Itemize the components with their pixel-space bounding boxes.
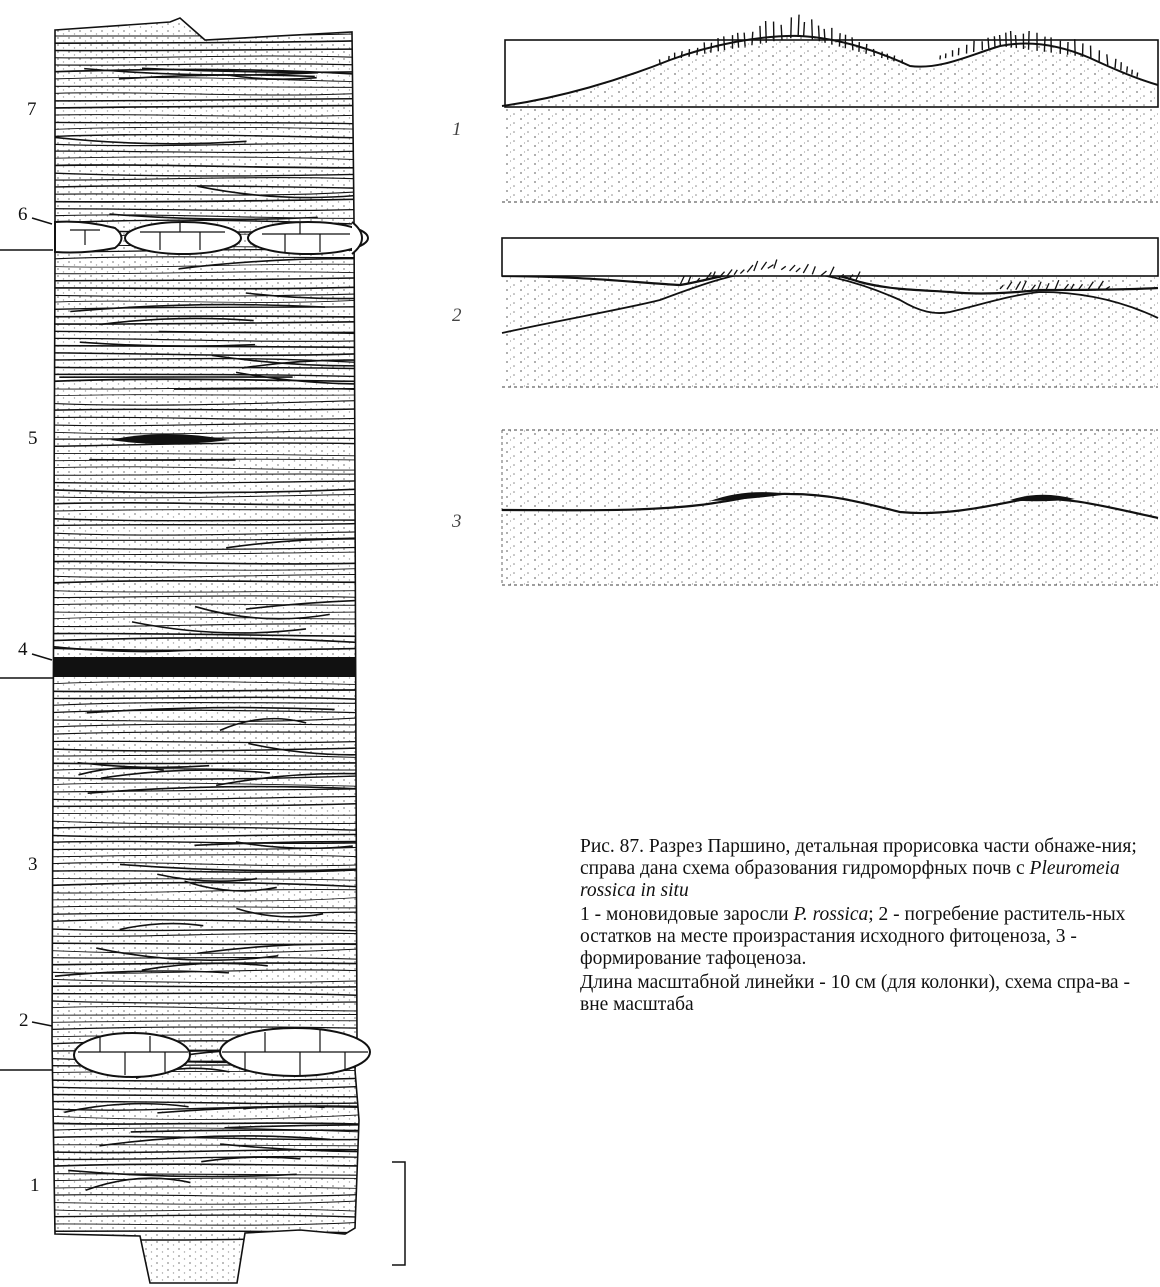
layer-number-6: 6 (18, 204, 28, 225)
tafocenosis-lens-2 (1010, 494, 1075, 502)
layer-number-4: 4 (18, 639, 28, 660)
column-outline (51, 17, 360, 1284)
caption-scale-note: Длина масштабной линейки - 10 см (для ко… (580, 972, 1130, 1015)
scale-bar (392, 1161, 406, 1266)
caption-title: Рис. 87. Разрез Паршино, детальная прори… (580, 836, 1137, 901)
panel-number-2: 2 (452, 305, 462, 326)
panel-number-1: 1 (452, 119, 462, 140)
concretions-layer-2 (73, 1027, 371, 1078)
caption-legend: 1 - моновидовые заросли P. rossica; 2 - … (580, 904, 1126, 969)
layer-number-5: 5 (28, 428, 38, 449)
scheme-panel-3 (501, 429, 1159, 586)
buried-plant-remains (679, 259, 1111, 292)
layer-number-7: 7 (27, 99, 37, 120)
tafocenosis-lens-1 (710, 492, 790, 501)
scheme-panel-2 (501, 237, 1159, 388)
layer-leader-lines (0, 217, 53, 1071)
scheme-panel-1 (501, 14, 1159, 203)
stratigraphic-column (0, 17, 406, 1284)
cross-bedding-lines (52, 33, 359, 1241)
panel-number-3: 3 (452, 511, 462, 532)
dark-lens (110, 434, 230, 444)
layer-number-3: 3 (28, 854, 38, 875)
layer-number-1: 1 (30, 1175, 40, 1196)
coal-seam (52, 657, 359, 677)
layer-number-2: 2 (19, 1010, 29, 1031)
concretions-layer-6 (54, 220, 369, 255)
figure-caption: Рис. 87. Разрез Паршино, детальная прори… (580, 836, 1155, 1016)
plant-thickets (658, 14, 1139, 77)
